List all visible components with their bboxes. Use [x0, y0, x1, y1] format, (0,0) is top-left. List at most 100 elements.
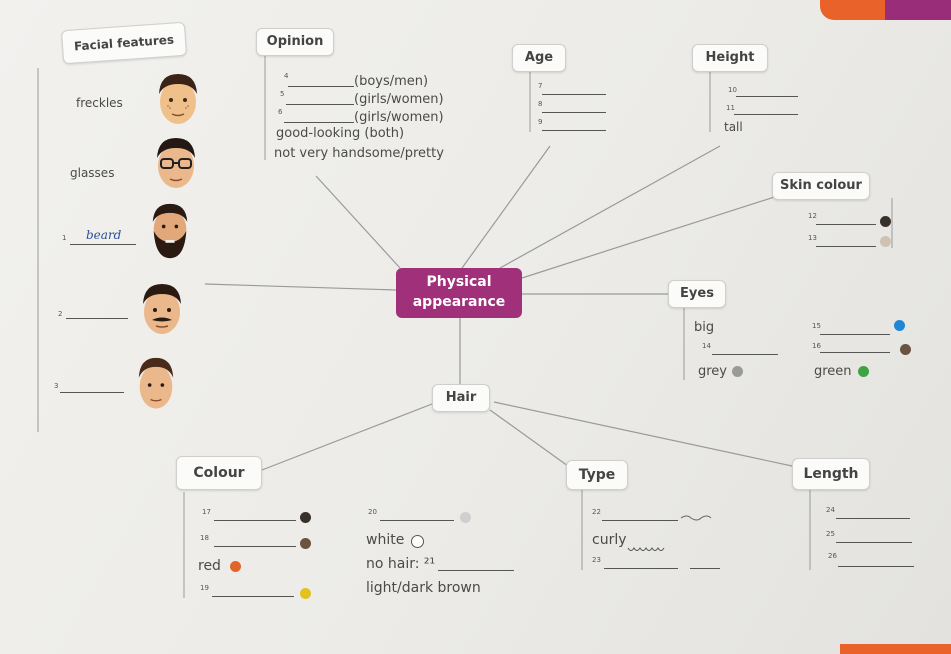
answer-23-blank[interactable] — [604, 568, 678, 569]
answer-19-blank[interactable] — [212, 596, 294, 597]
orange-corner-tab — [820, 0, 900, 20]
eyes-grey: grey — [698, 364, 728, 379]
answer-3-blank[interactable] — [60, 392, 124, 393]
item-20-number: 20 — [368, 508, 377, 516]
skin-dark-dot — [880, 216, 891, 227]
item-6-number: 6 — [278, 108, 283, 116]
answer-7-blank[interactable] — [542, 94, 606, 95]
answer-14-blank[interactable] — [712, 354, 778, 355]
hair-yellow-dot — [300, 588, 311, 599]
opinion-boys: (boys/men) — [354, 74, 429, 89]
item-13-number: 13 — [808, 234, 817, 242]
answer-18-blank[interactable] — [214, 546, 296, 547]
bottom-right-strip — [840, 644, 951, 654]
answer-24-blank[interactable] — [836, 518, 910, 519]
face-plain-illustration — [138, 357, 174, 409]
purple-corner-tab — [885, 0, 951, 20]
answer-20-blank[interactable] — [380, 520, 454, 521]
hair-curly: curly — [592, 532, 627, 548]
eyes-green: green — [814, 364, 852, 379]
answer-5-blank[interactable] — [286, 104, 354, 105]
hair-mid-brown-dot — [300, 538, 311, 549]
height-tall: tall — [724, 120, 743, 134]
item-7-number: 7 — [538, 82, 543, 90]
item-freckles: freckles — [76, 96, 123, 110]
center-physical-appearance: Physical appearance — [396, 268, 522, 318]
answer-15-blank[interactable] — [820, 334, 890, 335]
answer-10-blank[interactable] — [736, 96, 798, 97]
answer-1-blank[interactable] — [70, 244, 136, 245]
answer-21-blank[interactable] — [438, 570, 514, 571]
item-23-number: 23 — [592, 556, 601, 564]
answer-17-blank[interactable] — [214, 520, 296, 521]
hair-red-dot — [230, 561, 241, 572]
hair-no-hair: no hair: ²¹ — [366, 556, 436, 572]
eyes-grey-dot — [732, 366, 743, 377]
face-moustache-illustration — [143, 284, 181, 334]
hair-grey-dot — [460, 512, 471, 523]
heading-age: Age — [512, 44, 566, 72]
item-9-number: 9 — [538, 118, 543, 126]
item-glasses: glasses — [70, 166, 115, 180]
heading-height: Height — [692, 44, 768, 72]
heading-colour: Colour — [176, 456, 262, 490]
hair-white: white — [366, 532, 405, 548]
item-3-number: 3 — [54, 382, 59, 390]
answer-beard: beard — [86, 228, 122, 242]
center-line-2: appearance — [412, 294, 506, 310]
answer-23-extra-line — [690, 568, 720, 569]
heading-hair: Hair — [432, 384, 490, 412]
item-19-number: 19 — [200, 584, 209, 592]
item-14-number: 14 — [702, 342, 711, 350]
item-24-number: 24 — [826, 506, 835, 514]
answer-2-blank[interactable] — [66, 318, 128, 319]
answer-9-blank[interactable] — [542, 130, 606, 131]
opinion-girls-2: (girls/women) — [354, 110, 444, 125]
item-1-number: 1 — [62, 234, 67, 242]
answer-4-blank[interactable] — [288, 86, 354, 87]
opinion-not-very: not very handsome/pretty — [274, 146, 444, 161]
opinion-girls-1: (girls/women) — [354, 92, 444, 107]
answer-6-blank[interactable] — [284, 122, 354, 123]
heading-length: Length — [792, 458, 870, 490]
answer-16-blank[interactable] — [820, 352, 890, 353]
eyes-brown-dot — [900, 344, 911, 355]
face-beard-illustration — [152, 203, 188, 259]
eyes-blue-dot — [894, 320, 905, 331]
item-22-number: 22 — [592, 508, 601, 516]
answer-25-blank[interactable] — [836, 542, 912, 543]
hair-red: red — [198, 558, 221, 574]
hair-dark-brown-dot — [300, 512, 311, 523]
eyes-green-dot — [858, 366, 869, 377]
heading-skin-colour: Skin colour — [772, 172, 870, 200]
face-freckles-illustration — [159, 74, 197, 124]
answer-26-blank[interactable] — [838, 566, 914, 567]
center-line-1: Physical — [426, 274, 492, 290]
item-2-number: 2 — [58, 310, 63, 318]
item-15-number: 15 — [812, 322, 821, 330]
heading-eyes: Eyes — [668, 280, 726, 308]
answer-22-blank[interactable] — [602, 520, 678, 521]
skin-light-dot — [880, 236, 891, 247]
heading-type: Type — [566, 460, 628, 490]
item-11-number: 11 — [726, 104, 735, 112]
item-8-number: 8 — [538, 100, 543, 108]
answer-11-blank[interactable] — [734, 114, 798, 115]
answer-13-blank[interactable] — [816, 246, 876, 247]
hair-light-dark-brown: light/dark brown — [366, 580, 481, 596]
face-glasses-illustration — [157, 138, 195, 188]
item-26-number: 26 — [828, 552, 837, 560]
item-12-number: 12 — [808, 212, 817, 220]
item-10-number: 10 — [728, 86, 737, 94]
item-18-number: 18 — [200, 534, 209, 542]
item-4-number: 4 — [284, 72, 289, 80]
hair-white-dot — [411, 535, 424, 548]
item-25-number: 25 — [826, 530, 835, 538]
heading-opinion: Opinion — [256, 28, 334, 56]
item-5-number: 5 — [280, 90, 285, 98]
answer-12-blank[interactable] — [816, 224, 876, 225]
item-16-number: 16 — [812, 342, 821, 350]
answer-8-blank[interactable] — [542, 112, 606, 113]
eyes-big: big — [694, 320, 715, 335]
